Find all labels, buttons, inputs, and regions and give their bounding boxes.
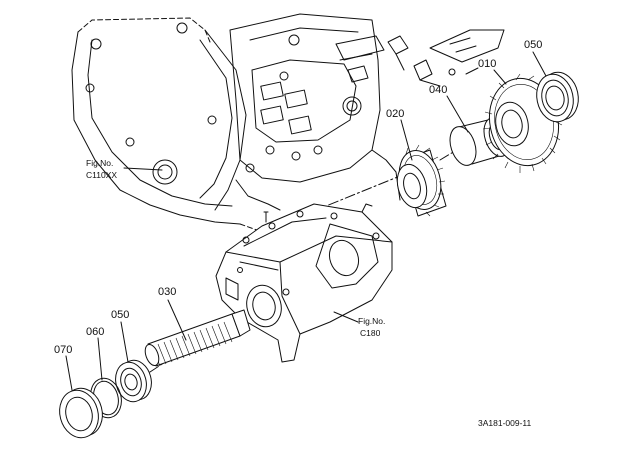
part-050-bearing-top: [536, 71, 579, 123]
callout-050-bottom: 050: [111, 309, 129, 321]
transmission-case-outline: [71, 17, 269, 235]
callout-020: 020: [386, 108, 404, 120]
part-030-splined-shaft: [144, 309, 251, 367]
part-070-oil-seal: [59, 387, 103, 439]
fig-ref-c180-line1: Fig.No.: [358, 316, 385, 326]
callout-040: 040: [429, 84, 447, 96]
fig-ref-c110-line2: C110XX: [86, 170, 117, 180]
leader-lines: [65, 51, 547, 391]
valve-block-assembly: [229, 13, 409, 211]
callout-010: 010: [478, 58, 496, 70]
callout-060: 060: [86, 326, 104, 338]
part-020-spur-gear: [396, 144, 447, 217]
gear-housing: [215, 203, 393, 363]
callout-050-top: 050: [524, 39, 542, 51]
callout-070: 070: [54, 344, 72, 356]
part-050-bearing-bottom: [115, 359, 152, 403]
upper-bracket-parts: [413, 29, 505, 87]
callout-030: 030: [158, 286, 176, 298]
fig-ref-c180-line2: C180: [360, 328, 381, 338]
fig-ref-c110-line1: Fig.No.: [86, 158, 113, 168]
drawing-code: 3A181-009-11: [478, 418, 532, 428]
